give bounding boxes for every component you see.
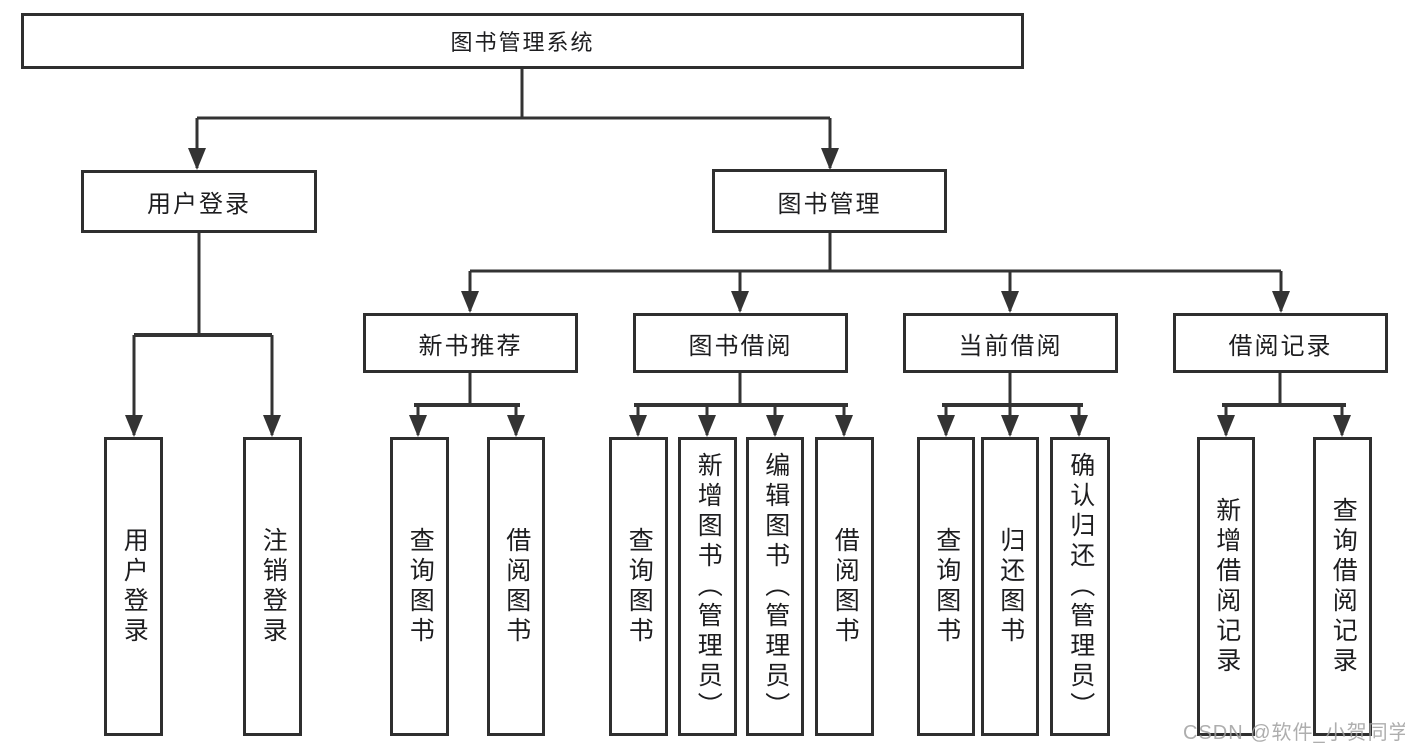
leaf-query-books-current: 查询图书 [917, 437, 975, 736]
node-book-borrow-label: 图书借阅 [688, 332, 793, 360]
leaf-add-borrow-record-label: 新增借阅记录 [1212, 496, 1241, 677]
node-borrow-record: 借阅记录 [1173, 313, 1388, 373]
leaf-add-borrow-record: 新增借阅记录 [1197, 437, 1255, 736]
leaf-confirm-return-admin: 确认归还（管理员） [1050, 437, 1110, 736]
leaf-return-books: 归还图书 [981, 437, 1039, 736]
node-current-borrow: 当前借阅 [903, 313, 1118, 373]
node-user-login: 用户登录 [81, 170, 317, 233]
connector-edges [132, 69, 1346, 435]
node-user-login-label: 用户登录 [147, 191, 251, 218]
leaf-query-books-borrow-label: 查询图书 [625, 526, 654, 647]
leaf-query-books-borrow: 查询图书 [609, 437, 668, 736]
leaf-add-books-admin: 新增图书（管理员） [678, 437, 737, 736]
node-root-label: 图书管理系统 [450, 30, 595, 55]
leaf-user-login-label: 用户登录 [120, 526, 149, 647]
node-new-book-recommend-label: 新书推荐 [418, 332, 523, 360]
leaf-borrow-books-label: 借阅图书 [831, 526, 860, 647]
leaf-edit-books-admin: 编辑图书（管理员） [746, 437, 804, 736]
node-book-borrow: 图书借阅 [633, 313, 848, 373]
leaf-borrow-books-recommend: 借阅图书 [487, 437, 545, 736]
leaf-confirm-return-admin-label: 确认归还（管理员） [1066, 451, 1095, 722]
leaf-user-login: 用户登录 [104, 437, 163, 736]
node-borrow-record-label: 借阅记录 [1228, 332, 1333, 360]
leaf-query-books-current-label: 查询图书 [932, 526, 961, 647]
node-book-management-label: 图书管理 [777, 190, 882, 218]
leaf-borrow-books: 借阅图书 [815, 437, 874, 736]
leaf-logout-label: 注销登录 [259, 526, 288, 647]
leaf-query-borrow-record-label: 查询借阅记录 [1329, 496, 1358, 677]
leaf-return-books-label: 归还图书 [996, 526, 1025, 647]
leaf-borrow-books-recommend-label: 借阅图书 [502, 526, 531, 647]
leaf-logout: 注销登录 [243, 437, 302, 736]
leaf-query-books-recommend-label: 查询图书 [406, 526, 435, 647]
leaf-add-books-admin-label: 新增图书（管理员） [694, 451, 723, 722]
node-book-management: 图书管理 [712, 169, 947, 233]
leaf-edit-books-admin-label: 编辑图书（管理员） [761, 451, 790, 722]
leaf-query-books-recommend: 查询图书 [390, 437, 449, 736]
csdn-watermark: CSDN @软件_小贺同学 [1183, 722, 1405, 744]
leaf-query-borrow-record: 查询借阅记录 [1313, 437, 1372, 736]
arrowheads [125, 148, 1351, 437]
node-root: 图书管理系统 [21, 13, 1024, 69]
node-new-book-recommend: 新书推荐 [363, 313, 578, 373]
node-current-borrow-label: 当前借阅 [958, 332, 1063, 360]
